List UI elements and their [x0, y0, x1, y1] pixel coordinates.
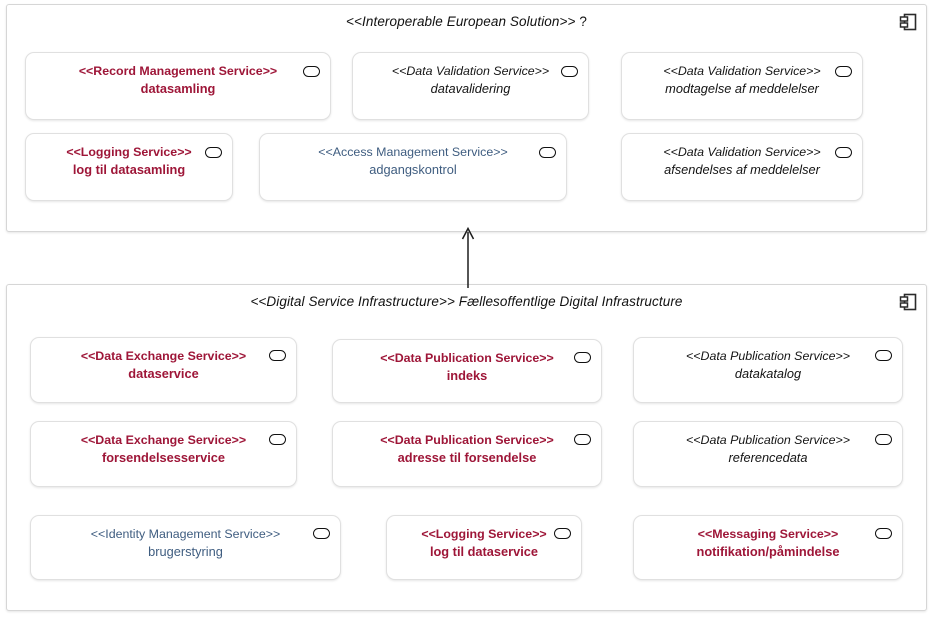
uml-component-icon [898, 12, 918, 32]
service-stereotype: <<Data Publication Service>> [686, 433, 850, 447]
service-box-text: <<Data Validation Service>> afsendelses … [628, 143, 856, 180]
service-box[interactable]: <<Identity Management Service>> brugerst… [30, 515, 341, 580]
bottom-container-title: <<Digital Service Infrastructure>> Fælle… [7, 294, 926, 309]
archimate-service-pill-icon [574, 434, 591, 445]
service-box-text: <<Data Publication Service>> indeks [339, 349, 595, 386]
service-stereotype: <<Data Validation Service>> [391, 64, 550, 78]
service-stereotype: <<Logging Service>> [66, 145, 192, 159]
service-name: indeks [446, 368, 488, 384]
service-box-text: <<Logging Service>> log til datasamling [32, 143, 226, 180]
top-container-stereotype: <<Interoperable European Solution>> [346, 14, 576, 29]
service-box-text: <<Data Exchange Service>> forsendelsesse… [37, 431, 290, 468]
service-stereotype: <<Data Exchange Service>> [80, 349, 247, 363]
service-box[interactable]: <<Record Management Service>> datasamlin… [25, 52, 331, 120]
service-name: log til dataservice [429, 544, 539, 560]
service-name: adresse til forsendelse [397, 450, 537, 466]
service-stereotype: <<Data Validation Service>> [663, 145, 821, 159]
service-box[interactable]: <<Data Exchange Service>> forsendelsesse… [30, 421, 297, 487]
service-name: adgangskontrol [369, 162, 457, 178]
service-stereotype: <<Data Publication Service>> [380, 433, 554, 447]
service-stereotype: <<Messaging Service>> [697, 527, 839, 541]
service-box[interactable]: <<Logging Service>> log til dataservice [386, 515, 582, 580]
service-box-text: <<Data Publication Service>> datakatalog [640, 347, 896, 384]
service-stereotype: <<Data Exchange Service>> [80, 433, 247, 447]
service-box[interactable]: <<Messaging Service>> notifikation/påmin… [633, 515, 903, 580]
top-container-title: <<Interoperable European Solution>> ? [7, 14, 926, 29]
service-box[interactable]: <<Data Publication Service>> datakatalog [633, 337, 903, 403]
service-box[interactable]: <<Data Validation Service>> datavalideri… [352, 52, 589, 120]
top-container-name: ? [579, 14, 587, 29]
service-name: modtagelse af meddelelser [665, 81, 819, 97]
archimate-service-pill-icon [574, 352, 591, 363]
archimate-service-pill-icon [835, 66, 852, 77]
service-box[interactable]: <<Data Validation Service>> modtagelse a… [621, 52, 863, 120]
service-stereotype: <<Logging Service>> [421, 527, 547, 541]
service-box-text: <<Messaging Service>> notifikation/påmin… [640, 525, 896, 562]
service-box-text: <<Logging Service>> log til dataservice [393, 525, 575, 562]
service-name: datakatalog [734, 366, 802, 382]
service-stereotype: <<Data Publication Service>> [686, 349, 850, 363]
archimate-service-pill-icon [561, 66, 578, 77]
archimate-service-pill-icon [205, 147, 222, 158]
archimate-service-pill-icon [875, 528, 892, 539]
service-box-text: <<Record Management Service>> datasamlin… [32, 62, 324, 99]
archimate-service-pill-icon [875, 434, 892, 445]
service-box-text: <<Data Publication Service>> referenceda… [640, 431, 896, 468]
archimate-service-pill-icon [539, 147, 556, 158]
uml-component-icon [898, 292, 918, 312]
service-stereotype: <<Record Management Service>> [78, 64, 278, 78]
service-box-text: <<Data Exchange Service>> dataservice [37, 347, 290, 384]
service-box[interactable]: <<Access Management Service>> adgangskon… [259, 133, 567, 201]
service-name: afsendelses af meddelelser [664, 162, 820, 178]
archimate-service-pill-icon [875, 350, 892, 361]
service-box-text: <<Access Management Service>> adgangskon… [266, 143, 560, 180]
service-stereotype: <<Access Management Service>> [318, 145, 508, 159]
service-name: forsendelsesservice [101, 450, 226, 466]
service-name: referencedata [728, 450, 808, 466]
service-box[interactable]: <<Data Publication Service>> indeks [332, 339, 602, 403]
service-box-text: <<Identity Management Service>> brugerst… [37, 525, 334, 562]
service-name: brugerstyring [148, 544, 223, 560]
service-stereotype: <<Identity Management Service>> [90, 527, 281, 541]
service-box-text: <<Data Validation Service>> datavalideri… [359, 62, 582, 99]
realization-arrow-up-icon [459, 226, 477, 288]
bottom-container-stereotype: <<Digital Service Infrastructure>> [250, 294, 455, 309]
service-name: dataservice [128, 366, 199, 382]
archimate-service-pill-icon [269, 350, 286, 361]
archimate-service-pill-icon [269, 434, 286, 445]
service-name: log til datasamling [72, 162, 186, 178]
service-name: notifikation/påmindelse [696, 544, 840, 560]
service-stereotype: <<Data Validation Service>> [663, 64, 821, 78]
service-stereotype: <<Data Publication Service>> [380, 351, 554, 365]
archimate-service-pill-icon [313, 528, 330, 539]
service-box[interactable]: <<Data Publication Service>> adresse til… [332, 421, 602, 487]
service-name: datasamling [140, 81, 216, 97]
service-box[interactable]: <<Logging Service>> log til datasamling [25, 133, 233, 201]
archimate-service-pill-icon [835, 147, 852, 158]
service-box[interactable]: <<Data Exchange Service>> dataservice [30, 337, 297, 403]
service-box-text: <<Data Publication Service>> adresse til… [339, 431, 595, 468]
archimate-service-pill-icon [554, 528, 571, 539]
bottom-container-name: Fællesoffentlige Digital Infrastructure [458, 294, 683, 309]
archimate-service-pill-icon [303, 66, 320, 77]
service-box-text: <<Data Validation Service>> modtagelse a… [628, 62, 856, 99]
service-box[interactable]: <<Data Validation Service>> afsendelses … [621, 133, 863, 201]
service-name: datavalidering [430, 81, 511, 97]
service-box[interactable]: <<Data Publication Service>> referenceda… [633, 421, 903, 487]
